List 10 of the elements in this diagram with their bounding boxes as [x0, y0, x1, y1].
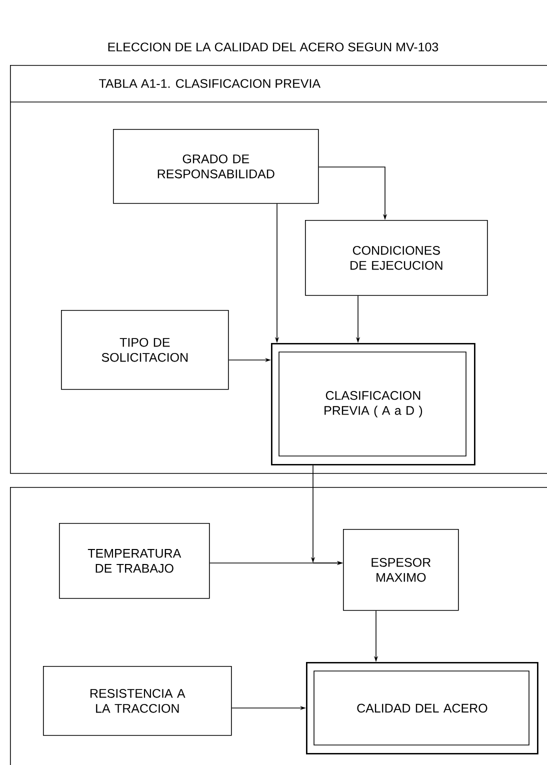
process-box: CONDICIONES DE EJECUCION	[305, 220, 488, 296]
process-box: RESISTENCIA A LA TRACCION	[43, 666, 232, 736]
title: ELECCION DE LA CALIDAD DEL ACERO SEGUN MV-103	[108, 42, 438, 52]
process-box: ESPESOR MAXIMO	[343, 529, 459, 611]
result-box: CLASIFICACION PREVIA ( A a D )	[271, 343, 476, 466]
result-box: CALIDAD DEL ACERO	[306, 662, 538, 754]
process-box: TIPO DE SOLICITACION	[61, 310, 229, 390]
process-box: TEMPERATURA DE TRABAJO	[59, 523, 210, 599]
process-box: GRADO DE RESPONSABILIDAD	[113, 129, 319, 204]
panel	[10, 487, 547, 765]
